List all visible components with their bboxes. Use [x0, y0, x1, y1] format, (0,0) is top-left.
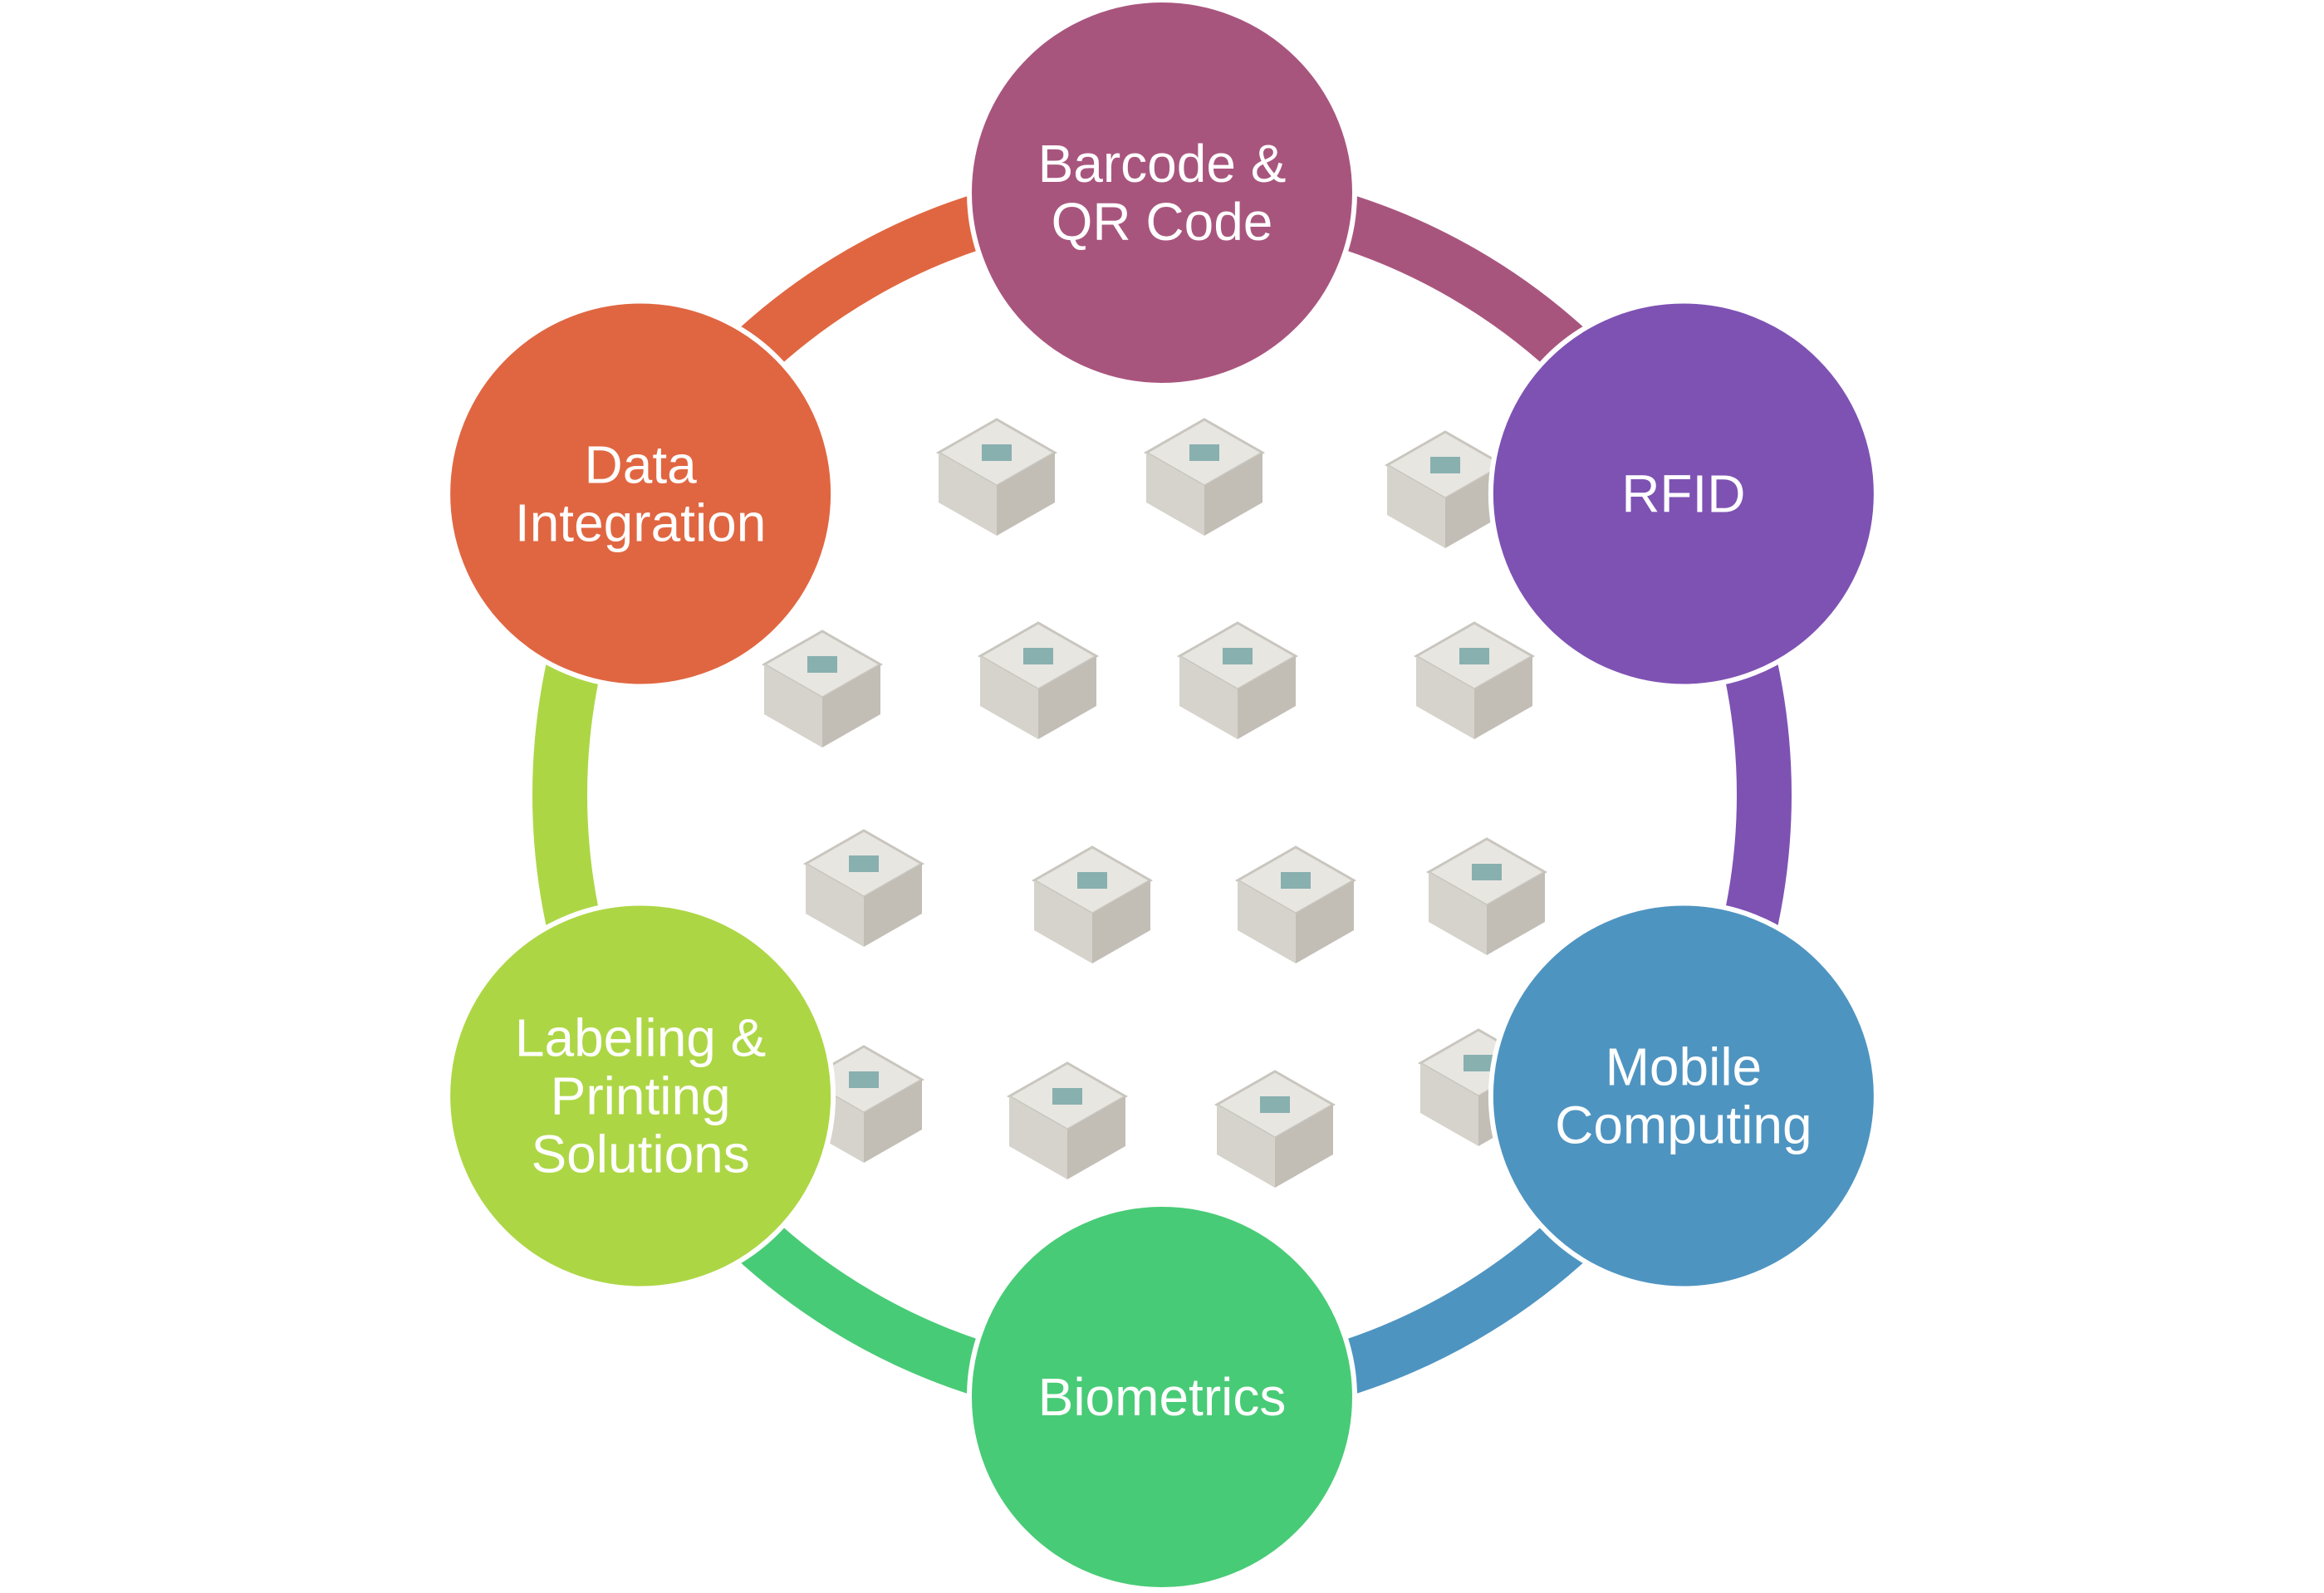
node-label: Biometrics — [1038, 1367, 1287, 1427]
node-rfid: RFID — [1488, 298, 1879, 689]
node-circle — [1488, 900, 1879, 1292]
shopping-basket-icon — [1413, 621, 1536, 739]
node-circle — [445, 298, 836, 689]
node-biometrics: Biometrics — [967, 1202, 1357, 1592]
node-circle — [967, 1202, 1357, 1592]
node-label: Solutions — [531, 1125, 749, 1184]
security-gate-icon — [761, 630, 884, 747]
barcode-scanner-icon — [935, 418, 1058, 536]
rfid-tag-icon — [1031, 846, 1154, 963]
node-circle — [445, 900, 836, 1292]
rfid-wand-icon — [1384, 430, 1507, 548]
node-label: Integration — [515, 493, 766, 553]
node-label: QR Code — [1052, 192, 1273, 252]
node-circle — [1488, 298, 1879, 689]
node-label: Barcode & — [1038, 134, 1287, 194]
nfc-card-phone-icon — [1143, 418, 1266, 536]
delivery-robot-icon — [1425, 837, 1548, 955]
storage-rack-icon — [1213, 1070, 1336, 1188]
node-label: Printing — [551, 1066, 731, 1126]
node-label: Mobile — [1606, 1037, 1763, 1097]
node-label: RFID — [1621, 464, 1745, 524]
robot-arm-icon — [977, 621, 1100, 739]
uv-robot-icon — [1006, 1061, 1129, 1179]
warehouse-shelf-icon — [1176, 621, 1299, 739]
node-circle — [967, 0, 1357, 388]
service-robot-icon — [1234, 846, 1357, 963]
self-checkout-icon — [802, 829, 925, 947]
node-barcode: Barcode &QR Code — [967, 0, 1357, 388]
node-label: Computing — [1555, 1095, 1812, 1155]
center-illustrations — [761, 418, 1548, 1188]
node-label: Labeling & — [515, 1008, 766, 1068]
node-label: Data — [585, 435, 698, 495]
